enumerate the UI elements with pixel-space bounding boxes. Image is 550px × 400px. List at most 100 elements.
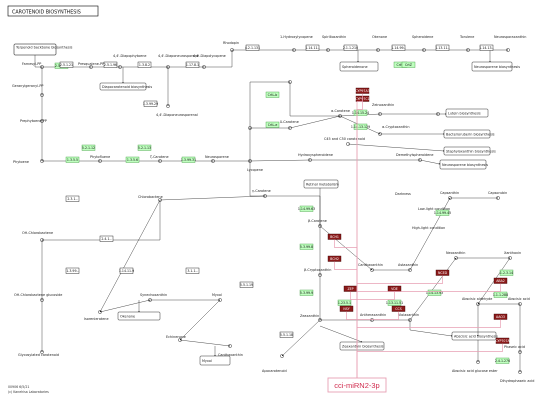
spirilloxanthin-pathway-box[interactable] <box>339 61 379 72</box>
enzyme-white[interactable]: 2.5.1.21 <box>59 61 74 68</box>
enzyme-box[interactable] <box>185 61 200 68</box>
enzyme-box[interactable] <box>495 357 510 364</box>
enzyme-box[interactable] <box>499 269 514 276</box>
enzyme-box[interactable] <box>305 44 320 51</box>
enzyme-white[interactable]: 1.14.11.- <box>305 44 320 51</box>
enzyme-green[interactable]: CrtL-b <box>265 91 280 98</box>
enzyme-highlight[interactable]: BCH2 <box>327 255 342 262</box>
enzyme-box[interactable] <box>387 299 402 306</box>
enzyme-highlight[interactable]: AAO3 <box>493 313 508 320</box>
enzyme-box[interactable] <box>343 44 358 51</box>
enzyme-highlight[interactable]: CCS <box>391 305 406 312</box>
enzyme-green[interactable]: 5.2.1.12 <box>81 144 96 151</box>
enzyme-green[interactable]: 1.23.5.1 <box>337 299 352 306</box>
enzyme-green[interactable]: 5.3.99.8 <box>299 243 314 250</box>
enzyme-white[interactable]: 3.1.1.- <box>185 267 200 274</box>
enzyme-white[interactable]: 1.13.11.- <box>435 44 450 51</box>
enzyme-green[interactable]: 1.14.99.63 <box>298 205 315 212</box>
enzyme-box[interactable] <box>435 44 450 51</box>
mirna-box[interactable] <box>327 377 387 393</box>
enzyme-highlight[interactable]: NSY <box>339 305 354 312</box>
enzyme-white[interactable]: 2.5.1.96 <box>103 61 118 68</box>
enzyme-box[interactable] <box>299 205 314 212</box>
diapophytoene-label: 4,4'-Diapophytoene <box>113 54 146 58</box>
enzyme-green[interactable]: 1.14.13.93 <box>426 289 443 296</box>
enzyme-box[interactable] <box>143 100 158 107</box>
enzyme-box[interactable] <box>435 209 450 216</box>
diaponeurosporenal-label: 4,4'-Diaponeurosporenal <box>156 113 198 117</box>
lutein-box[interactable] <box>445 108 489 118</box>
enzyme-green[interactable]: 1.3.5.5 <box>65 156 80 163</box>
enzyme-highlight[interactable]: VDE <box>387 285 402 292</box>
enzyme-white[interactable]: 2.1.1.210 <box>343 44 358 51</box>
enzyme-white[interactable]: 2.4.1.- <box>99 235 114 242</box>
enzyme-green[interactable]: CrtL-e <box>265 121 280 128</box>
enzyme-white[interactable]: 4.2.1.131 <box>245 44 260 51</box>
enzyme-box[interactable] <box>493 291 508 298</box>
reaction-line <box>34 55 43 68</box>
enzyme-box[interactable] <box>279 331 294 338</box>
enzyme-box[interactable] <box>239 281 254 288</box>
enzyme-box[interactable] <box>103 61 118 68</box>
glycosylated-label: Glycosylated carotenoid <box>18 353 59 357</box>
neurosporene-box[interactable] <box>439 159 487 170</box>
enzyme-box[interactable] <box>299 243 314 250</box>
enzyme-box[interactable] <box>185 267 200 274</box>
enzyme-highlight[interactable]: ZEP <box>343 285 358 292</box>
enzyme-green[interactable]: CrtZ <box>401 61 416 68</box>
enzyme-green[interactable]: 1.3.5.6 <box>125 156 140 163</box>
enzyme-highlight[interactable]: BCH1 <box>327 233 342 240</box>
enzyme-white[interactable]: 1.14.13.- <box>479 44 494 51</box>
enzyme-box[interactable] <box>265 91 280 98</box>
enzyme-white[interactable]: 5.5.1.19 <box>239 281 254 288</box>
enzyme-box[interactable] <box>137 61 152 68</box>
enzyme-green[interactable]: 1.14.99.45 <box>434 209 451 216</box>
enzyme-label: ZEP <box>347 287 353 291</box>
enzyme-box[interactable] <box>59 61 74 68</box>
enzyme-box[interactable] <box>81 144 96 151</box>
enzyme-box[interactable] <box>391 44 406 51</box>
enzyme-green[interactable]: 5.3.99.9 <box>299 289 314 296</box>
enzyme-green[interactable]: 1.1.1.288 <box>493 291 508 298</box>
enzyme-box[interactable] <box>401 61 416 68</box>
neurosporaxanthin-pathway-box[interactable] <box>471 61 513 72</box>
enzyme-white[interactable]: 1.3.8.2 <box>137 61 152 68</box>
enzyme-box[interactable] <box>137 144 152 151</box>
enzyme-white[interactable]: 1.3.99.- <box>65 267 80 274</box>
enzyme-box[interactable] <box>479 44 494 51</box>
enzyme-green[interactable]: 1.14.13.129 <box>351 123 370 130</box>
enzyme-white[interactable]: 1.3.99.29 <box>143 100 158 107</box>
enzyme-box[interactable] <box>265 121 280 128</box>
enzyme-box[interactable] <box>65 156 80 163</box>
enzyme-box[interactable] <box>427 289 442 296</box>
enzyme-white[interactable]: 1.14.11.9 <box>119 267 134 274</box>
enzyme-box[interactable] <box>353 109 368 116</box>
enzyme-green[interactable]: 2.4.1.276 <box>495 357 510 364</box>
enzyme-box[interactable] <box>245 44 260 51</box>
enzyme-highlight[interactable]: CYP707A <box>495 337 510 344</box>
enzyme-green[interactable]: 1.13.11.51 <box>386 299 403 306</box>
enzyme-box[interactable] <box>65 195 80 202</box>
enzyme-green[interactable]: 1.14.15.24 <box>352 109 369 116</box>
enzyme-box[interactable] <box>65 267 80 274</box>
enzyme-highlight[interactable]: NCED <box>435 269 450 276</box>
enzyme-box[interactable] <box>125 156 140 163</box>
enzyme-box[interactable] <box>99 235 114 242</box>
enzyme-highlight[interactable]: ABA2 <box>493 277 508 284</box>
enzyme-white[interactable]: 1.17.8.1 <box>185 61 200 68</box>
enzyme-green[interactable]: 1.3.99.31 <box>181 156 196 163</box>
enzyme-green[interactable]: 1.2.3.14 <box>499 269 514 276</box>
retinol-box[interactable] <box>303 179 339 189</box>
enzyme-box[interactable] <box>337 299 352 306</box>
enzyme-white[interactable]: 2.3.1.- <box>65 195 80 202</box>
enzyme-white[interactable]: 1.14.99.- <box>391 44 406 51</box>
enzyme-highlight[interactable]: CYP97A3 <box>355 87 370 94</box>
beta-cryptoxanthin-label: β-Cryptoxanthin <box>304 268 331 272</box>
enzyme-box[interactable] <box>119 267 134 274</box>
enzyme-box[interactable] <box>353 123 368 130</box>
enzyme-box[interactable] <box>181 156 196 163</box>
hydroxyspheroidene-label: Hydroxyspheroidene <box>298 153 333 157</box>
enzyme-box[interactable] <box>299 289 314 296</box>
enzyme-green[interactable]: 5.2.1.13 <box>137 144 152 151</box>
enzyme-white[interactable]: 5.5.1.18 <box>279 331 294 338</box>
